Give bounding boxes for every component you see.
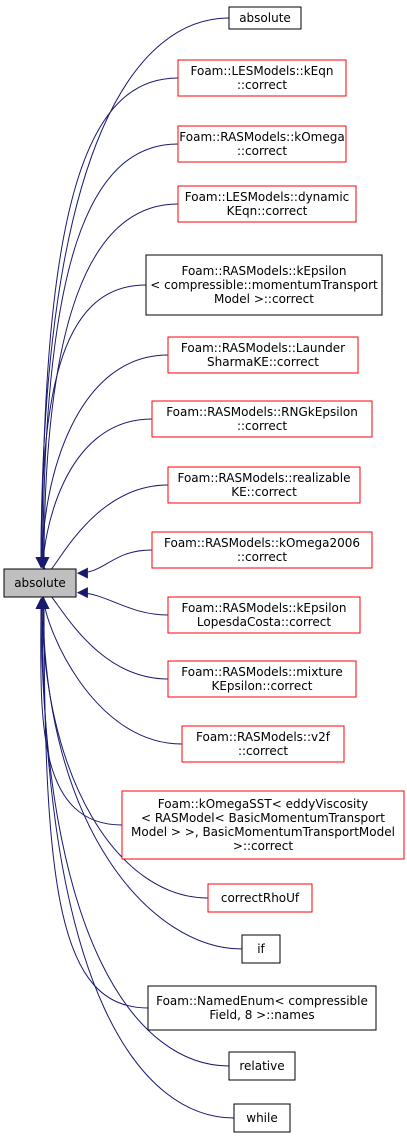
node-box	[241, 934, 281, 964]
node-label-line: ::correct	[237, 550, 287, 564]
node-label-line: Foam::LESModels::dynamic	[185, 190, 350, 204]
call-edge-6	[36, 354, 169, 569]
node-label-line: Field, 8 >::names	[209, 1008, 314, 1022]
call-edge-10	[76, 587, 169, 616]
node-foam-rasmodels-kepsilon-compressible-mom[interactable]: Foam::RASModels::kEpsilon< compressible:…	[145, 254, 383, 316]
node-label-line: KE::correct	[231, 485, 297, 499]
node-foam-rasmodels-launder-sharmake-correct[interactable]: Foam::RASModels::LaunderSharmaKE::correc…	[167, 336, 359, 374]
node-foam-rasmodels-mixture-kepsilon-correct[interactable]: Foam::RASModels::mixtureKEpsilon::correc…	[167, 660, 357, 698]
node-label-line: relative	[239, 1059, 284, 1073]
node-box	[177, 59, 347, 97]
node-label-line: if	[257, 942, 265, 956]
call-edge-2	[36, 77, 179, 569]
node-label-line: SharmaKE::correct	[207, 355, 319, 369]
node-label-line: absolute	[239, 11, 291, 25]
node-label-line: while	[246, 1111, 277, 1125]
node-label-line: KEqn::correct	[227, 204, 308, 218]
node-label-line: LopesdaCosta::correct	[197, 615, 331, 629]
node-foam-lesmodels-keqn-correct[interactable]: Foam::LESModels::kEqn::correct	[177, 59, 347, 97]
nodes-layer: absoluteabsoluteFoam::LESModels::kEqn::c…	[3, 6, 405, 1133]
node-relative[interactable]: relative	[228, 1051, 296, 1081]
node-label-line: >::correct	[233, 839, 293, 853]
node-root-box	[3, 568, 77, 598]
node-box	[228, 1051, 296, 1081]
node-while[interactable]: while	[233, 1103, 291, 1133]
node-box	[167, 336, 359, 374]
call-edge-8	[38, 484, 169, 577]
node-label-line: ::correct	[237, 419, 287, 433]
node-label-line: Foam::RASModels::v2f	[196, 730, 331, 744]
node-correctrhouf[interactable]: correctRhoUf	[207, 883, 313, 913]
node-box	[147, 985, 377, 1031]
node-box	[177, 125, 347, 163]
node-label-line: Foam::RASModels::kEpsilon	[181, 264, 346, 278]
node-if[interactable]: if	[241, 934, 281, 964]
call-edge-7	[37, 418, 153, 569]
node-label-line: < compressible::momentumTransport	[150, 278, 378, 292]
node-label-line: correctRhoUf	[221, 891, 300, 905]
node-label-line: < RASModel< BasicMomentumTransport	[141, 811, 385, 825]
node-foam-komegasst-eddyviscosity-rasmodel-ba[interactable]: Foam::kOmegaSST< eddyViscosity< RASModel…	[121, 790, 405, 860]
call-edge-15	[37, 597, 243, 950]
node-box	[121, 790, 405, 860]
call-edge-3	[37, 143, 179, 569]
node-box	[233, 1103, 291, 1133]
node-box	[151, 531, 373, 569]
node-box	[177, 185, 357, 223]
call-edge-11	[37, 589, 169, 680]
node-label-line: Model > >, BasicMomentumTransportModel	[131, 825, 395, 839]
node-label-line: ::correct	[238, 744, 288, 758]
node-box	[145, 254, 383, 316]
node-label-line: ::correct	[237, 78, 287, 92]
node-label-line: Foam::RASModels::realizable	[177, 471, 350, 485]
node-label-line: Foam::kOmegaSST< eddyViscosity	[158, 797, 368, 811]
call-edge-4	[38, 203, 179, 569]
call-edge-1	[35, 17, 230, 569]
node-absolute[interactable]: absolute	[228, 6, 302, 30]
node-label-line: Foam::RASModels::mixture	[181, 665, 342, 679]
node-root-absolute[interactable]: absolute	[3, 568, 77, 598]
node-box	[167, 596, 361, 634]
node-foam-rasmodels-komega-correct[interactable]: Foam::RASModels::kOmega::correct	[177, 125, 347, 163]
node-label-line: Foam::NamedEnum< compressible	[156, 994, 368, 1008]
call-edge-9	[76, 549, 153, 579]
node-label-line: Foam::LESModels::kEqn	[191, 64, 334, 78]
node-foam-rasmodels-v2f-correct[interactable]: Foam::RASModels::v2f::correct	[181, 725, 345, 763]
node-label-line: ::correct	[237, 144, 287, 158]
node-label-line: Foam::RASModels::kOmega	[179, 130, 344, 144]
node-box	[228, 6, 302, 30]
node-box	[181, 725, 345, 763]
node-label-line: Model >::correct	[214, 292, 314, 306]
node-label-line: Foam::RASModels::Launder	[181, 341, 345, 355]
node-label-line: Foam::RASModels::RNGkEpsilon	[166, 405, 358, 419]
node-box	[167, 466, 361, 504]
edges-layer	[35, 17, 243, 1119]
node-box	[167, 660, 357, 698]
call-edge-18	[36, 597, 235, 1119]
node-foam-rasmodels-kepsilon-lopesdacosta-cor[interactable]: Foam::RASModels::kEpsilonLopesdaCosta::c…	[167, 596, 361, 634]
call-edge-5	[35, 284, 147, 569]
node-root-label: absolute	[14, 576, 66, 590]
node-label-line: Foam::RASModels::kOmega2006	[164, 536, 360, 550]
node-foam-rasmodels-rngkepsilon-correct[interactable]: Foam::RASModels::RNGkEpsilon::correct	[151, 400, 373, 438]
node-box	[207, 883, 313, 913]
node-label-line: Foam::RASModels::kEpsilon	[181, 601, 346, 615]
node-label-line: KEpsilon::correct	[211, 679, 312, 693]
call-edge-12	[38, 597, 183, 745]
node-box	[151, 400, 373, 438]
node-foam-rasmodels-komega2006-correct[interactable]: Foam::RASModels::kOmega2006::correct	[151, 531, 373, 569]
